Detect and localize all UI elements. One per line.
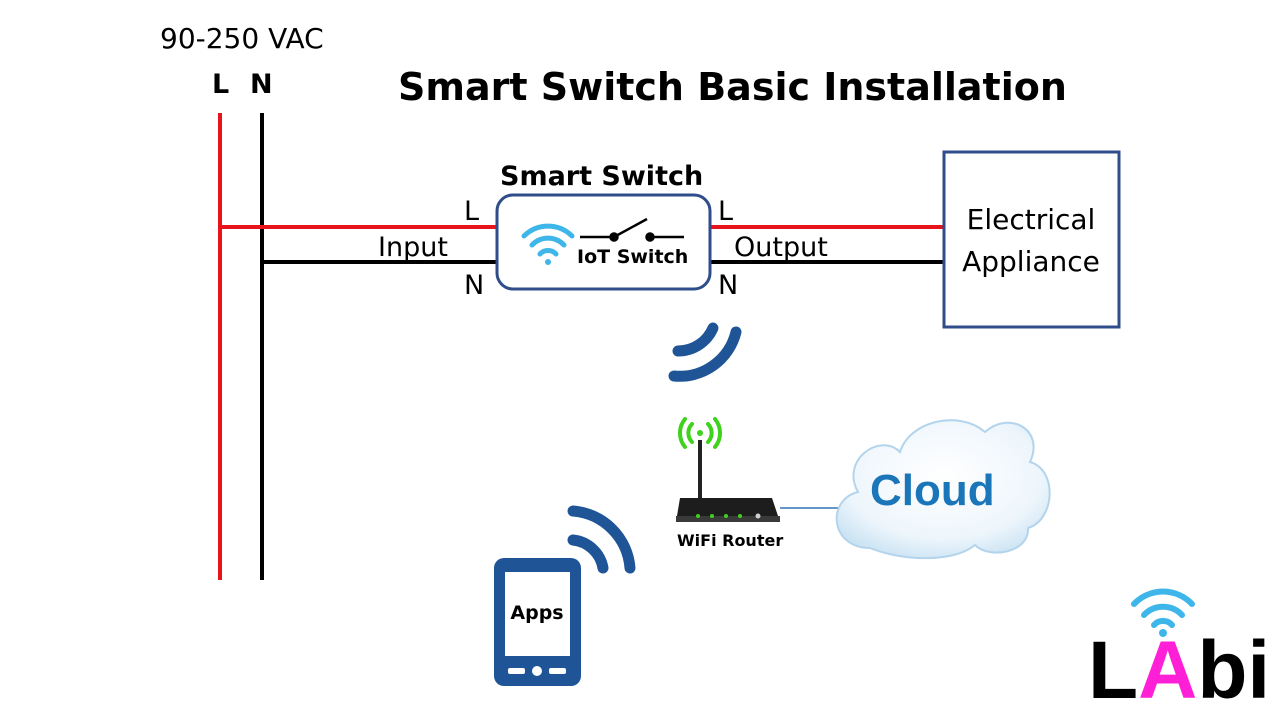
labi-logo: LAbi	[1088, 588, 1270, 716]
supply-voltage-label: 90-250 VAC	[160, 22, 324, 55]
switch-output-line-label: L	[718, 196, 733, 227]
smart-switch: IoT Switch	[495, 193, 712, 291]
logo-text: LAbi	[1088, 625, 1270, 716]
phone-apps-label: Apps	[510, 602, 563, 624]
supply-line-label: L	[212, 69, 229, 100]
wifi-icon	[521, 223, 575, 265]
router-icon	[676, 440, 780, 522]
electrical-appliance: Electrical Appliance	[942, 150, 1121, 329]
smartphone-icon: Apps	[494, 558, 581, 686]
smart-switch-box	[495, 193, 712, 291]
smart-switch-heading: Smart Switch	[500, 161, 703, 192]
logo-text-bi: bi	[1197, 625, 1270, 716]
switch-input-neutral-label: N	[464, 270, 484, 301]
appliance-label-line1: Electrical	[967, 203, 1096, 236]
logo-text-a: A	[1138, 625, 1197, 716]
router-label: WiFi Router	[677, 531, 783, 550]
input-label: Input	[378, 232, 448, 263]
iot-switch-label: IoT Switch	[577, 246, 688, 268]
logo-wifi-icon	[1131, 588, 1195, 637]
logo-text-l: L	[1088, 625, 1138, 716]
wireless-signal-icon	[668, 322, 742, 382]
switch-output-neutral-label: N	[718, 270, 738, 301]
diagram-title: Smart Switch Basic Installation	[398, 65, 1067, 109]
switch-input-line-label: L	[464, 196, 479, 227]
cloud-label: Cloud	[870, 466, 995, 515]
antenna-signal-icon	[677, 417, 723, 449]
cloud: Cloud	[835, 419, 1051, 560]
appliance-label-line2: Appliance	[962, 245, 1100, 278]
supply-neutral-label: N	[250, 69, 273, 100]
phone-signal-icon	[567, 505, 636, 574]
switch-contact-icon	[580, 217, 684, 242]
output-label: Output	[734, 232, 828, 263]
cloud-icon	[835, 419, 1051, 560]
appliance-box	[942, 150, 1121, 329]
